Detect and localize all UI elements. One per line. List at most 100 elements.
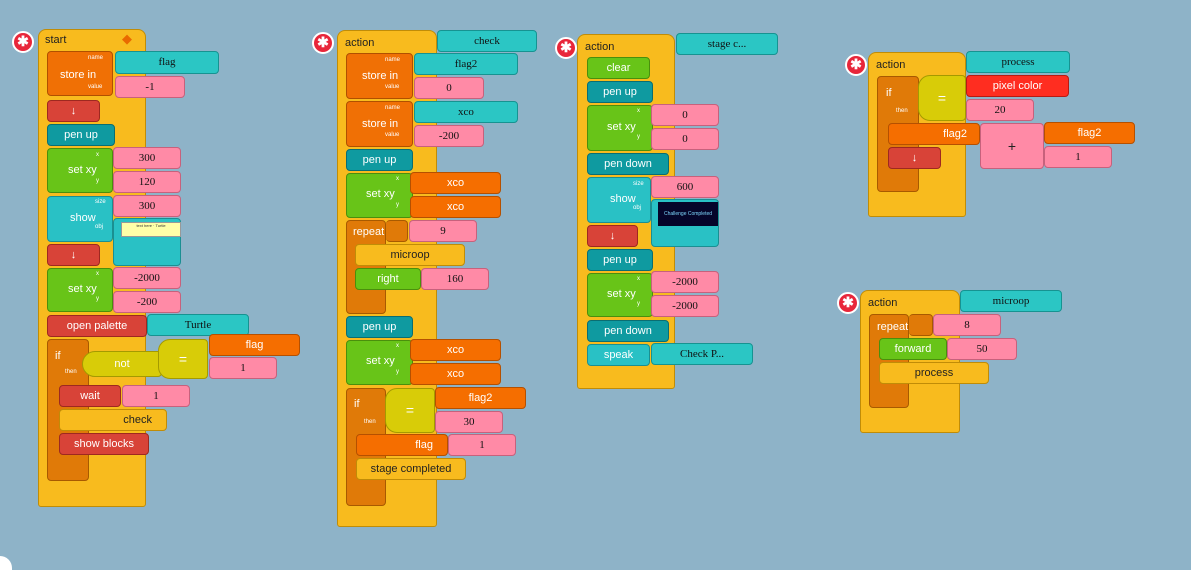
speak-block[interactable]: speak [587,344,650,366]
equals-block-s4[interactable]: = [918,75,966,121]
store-in-block-flag[interactable] [47,51,113,96]
set-x-field-2[interactable]: -2000 [113,267,181,289]
store-name-field-xco[interactable]: xco [414,101,518,123]
right-value-field[interactable]: 160 [421,268,489,290]
set-x-field[interactable]: 300 [113,147,181,169]
delete-stack-icon-5[interactable]: ✱ [837,292,859,314]
set-y-variable-xco-2[interactable]: xco [410,363,501,385]
set-y-variable-xco[interactable]: xco [410,196,501,218]
x-socket-label-s3a: x [637,108,640,114]
store-in-block-xco[interactable] [346,101,413,147]
not-block[interactable]: not [82,351,162,377]
compare-variable-flag[interactable]: flag [209,334,300,356]
compare-variable-flag2[interactable]: flag2 [435,387,526,409]
forward-value-field[interactable]: 50 [947,338,1017,360]
action-name-field-s4[interactable]: process [966,51,1070,73]
open-palette-block[interactable]: open palette [47,315,147,337]
y-socket-label-s3a: y [637,134,640,140]
if-label: if [55,350,61,362]
pen-up-block-s3[interactable]: pen up [587,81,653,103]
obj-socket-label: obj [95,224,104,230]
action-label: action [345,37,375,49]
right-block[interactable]: right [355,268,421,290]
microop-action-call[interactable]: microop [355,244,465,266]
value-socket-label-s2b: value [385,132,400,138]
compare-value-20[interactable]: 20 [966,99,1034,121]
pen-down-block-s3[interactable]: pen down [587,153,669,175]
pen-down-arrow-block-s3[interactable]: ↓ [587,225,638,247]
pen-down-arrow-block-s4[interactable]: ↓ [888,147,941,169]
set-y-field[interactable]: 120 [113,171,181,193]
store-value-field[interactable]: -1 [115,76,185,98]
pen-down-arrow-block[interactable]: ↓ [47,100,100,122]
store-name-field[interactable]: flag [115,51,219,74]
pen-up-block-s2[interactable]: pen up [346,149,413,171]
compare-value-field[interactable]: 1 [209,357,277,379]
set-xy-block-s2a[interactable] [346,173,413,218]
show-label: show [70,212,96,224]
repeat-block-s5[interactable] [869,314,909,408]
store-value-field-0[interactable]: 0 [414,77,484,99]
x-socket-label-2: x [96,271,99,277]
add-variable-flag2[interactable]: flag2 [1044,122,1135,144]
action-name-field[interactable]: check [437,30,537,52]
set-x-variable-xco[interactable]: xco [410,172,501,194]
wait-value-field[interactable]: 1 [122,385,190,407]
set-flag2-block[interactable]: flag2 [888,123,980,145]
set-y-field-2[interactable]: -200 [113,291,181,313]
show-blocks-block[interactable]: show blocks [59,433,149,455]
if-label-s4: if [886,87,892,99]
clear-block[interactable]: clear [587,57,650,79]
add-value-1[interactable]: 1 [1044,146,1112,168]
set-xy-block-1[interactable] [47,148,113,193]
action-name-field-s3[interactable]: stage c... [676,33,778,55]
show-block[interactable] [47,196,113,242]
delete-stack-icon-3[interactable]: ✱ [555,37,577,59]
set-y-field-s3b[interactable]: -2000 [651,295,719,317]
set-xy-label-s3b: set xy [607,288,636,300]
pen-down-block-s3b[interactable]: pen down [587,320,669,342]
set-xy-block-2[interactable] [47,268,113,312]
palette-name-field[interactable]: Turtle [147,314,249,336]
store-value-field-200[interactable]: -200 [414,125,484,147]
plus-block[interactable]: + [980,123,1044,169]
stage-completed-action-call[interactable]: stage completed [356,458,466,480]
compare-value-30[interactable]: 30 [435,411,503,433]
pen-up-block[interactable]: pen up [47,124,115,146]
set-flag-value-1[interactable]: 1 [448,434,516,456]
process-action-call[interactable]: process [879,362,989,384]
delete-stack-icon-4[interactable]: ✱ [845,54,867,76]
repeat-count-field-s5[interactable]: 8 [933,314,1001,336]
set-y-field-s3a[interactable]: 0 [651,128,719,150]
show-size-field-s3[interactable]: 600 [651,176,719,198]
speak-text-field[interactable]: Check P... [651,343,753,365]
wait-block[interactable]: wait [59,385,121,407]
store-in-block-flag2[interactable] [346,53,413,99]
delete-stack-icon[interactable]: ✱ [12,31,34,53]
action-name-field-s5[interactable]: microop [960,290,1062,312]
check-action-call[interactable]: check [59,409,167,431]
repeat-label-s5: repeat [877,321,909,333]
forward-block[interactable]: forward [879,338,947,360]
pixel-color-block[interactable]: pixel color [966,75,1069,97]
set-flag-block[interactable]: flag [356,434,448,456]
action-label-s3: action [585,41,615,53]
pen-down-arrow-block-2[interactable]: ↓ [47,244,100,266]
equals-block-s2[interactable]: = [385,388,435,433]
x-socket-label-s3b: x [637,276,640,282]
set-x-variable-xco-2[interactable]: xco [410,339,501,361]
delete-stack-icon-2[interactable]: ✱ [312,32,334,54]
store-name-field-flag2[interactable]: flag2 [414,53,518,75]
size-socket-label: size [95,199,106,205]
pen-up-block-s2b[interactable]: pen up [346,316,413,338]
show-size-field[interactable]: 300 [113,195,181,217]
repeat-block[interactable] [346,220,386,314]
set-xy-block-s2b[interactable] [346,340,413,385]
set-x-field-s3a[interactable]: 0 [651,104,719,126]
set-xy-block-s3a[interactable] [587,105,653,151]
show-block-s3[interactable] [587,177,651,223]
set-x-field-s3b[interactable]: -2000 [651,271,719,293]
repeat-count-field[interactable]: 9 [409,220,477,242]
equals-block[interactable]: = [158,339,208,379]
pen-up-block-s3b[interactable]: pen up [587,249,653,271]
